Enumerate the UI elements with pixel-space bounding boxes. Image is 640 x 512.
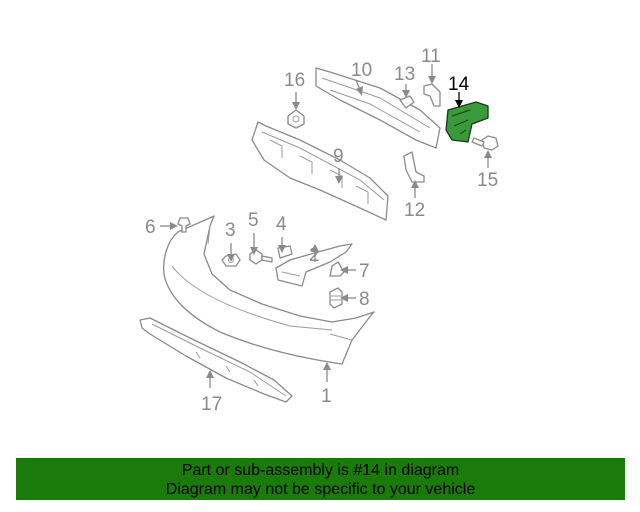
- part-13-push-clip[interactable]: [399, 95, 415, 109]
- part-1-bumper-cover[interactable]: [162, 215, 375, 365]
- callout-8: 8: [359, 289, 370, 310]
- callout-5: 5: [248, 210, 259, 231]
- part-15-bolt[interactable]: [471, 135, 499, 151]
- info-banner: Part or sub-assembly is #14 in diagram D…: [16, 458, 625, 500]
- callout-3: 3: [225, 220, 236, 241]
- callout-10: 10: [351, 60, 372, 81]
- part-6-push-pin[interactable]: [177, 217, 191, 233]
- callout-7: 7: [359, 261, 370, 282]
- banner-line-disclaimer: Diagram may not be specific to your vehi…: [165, 481, 476, 498]
- part-11-bracket[interactable]: [423, 83, 441, 107]
- callout-labels: 1 2 3 4 5 6 7 8 9 10 11 12 13 14 15 16 1…: [145, 46, 498, 415]
- part-8-bolt[interactable]: [329, 287, 343, 309]
- part-10-reinforcement-bar[interactable]: [315, 67, 441, 149]
- callout-13: 13: [394, 64, 415, 85]
- part-2-bracket[interactable]: [275, 243, 353, 287]
- part-9-energy-absorber[interactable]: [251, 121, 389, 221]
- part-14-bracket-highlighted[interactable]: [445, 101, 489, 143]
- callout-17: 17: [201, 394, 222, 415]
- leader-lines: [160, 64, 492, 388]
- part-16-nut[interactable]: [287, 109, 305, 129]
- part-12-bracket[interactable]: [403, 151, 425, 183]
- callout-1: 1: [321, 386, 332, 407]
- part-7-retainer[interactable]: [329, 261, 345, 277]
- callout-16: 16: [284, 70, 305, 91]
- callout-14: 14: [448, 74, 470, 95]
- callout-9: 9: [333, 146, 344, 167]
- parts-diagram: 1 2 3 4 5 6 7 8 9 10 11 12 13 14 15 16 1…: [139, 46, 499, 415]
- callout-15: 15: [477, 170, 498, 191]
- callout-12: 12: [404, 200, 425, 221]
- part-5-bolt[interactable]: [249, 249, 273, 265]
- banner-line-part-info: Part or sub-assembly is #14 in diagram: [181, 462, 460, 479]
- callout-4: 4: [276, 214, 287, 235]
- callout-6: 6: [145, 217, 156, 238]
- callout-11: 11: [421, 46, 441, 67]
- callout-2: 2: [309, 245, 320, 266]
- part-17-lower-deflector[interactable]: [139, 317, 293, 403]
